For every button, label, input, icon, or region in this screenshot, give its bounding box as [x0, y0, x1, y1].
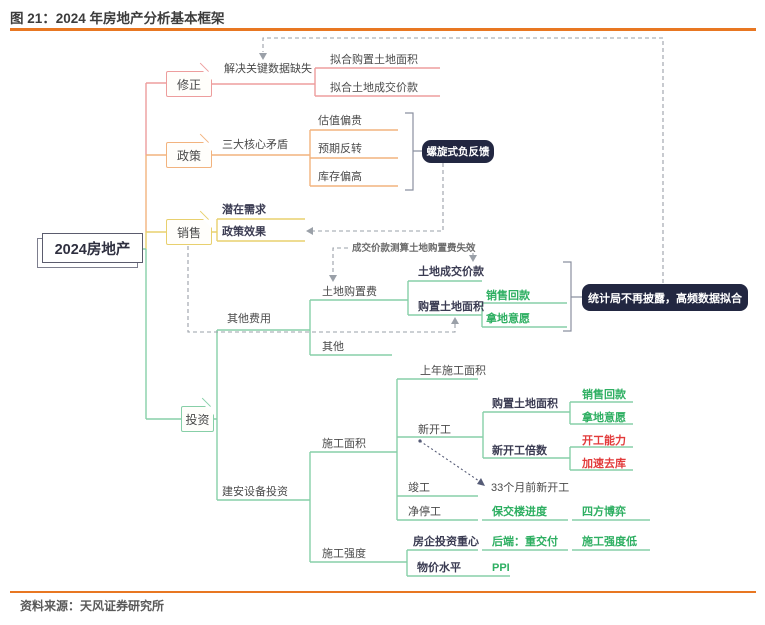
- label-delivery-guarantee-progress: 保交楼进度: [492, 506, 547, 518]
- label-starts-33-months-ago: 33个月前新开工: [491, 482, 570, 494]
- label-backend-heavy-delivery: 后端：重交付: [492, 536, 558, 548]
- label-other-fees: 其他费用: [227, 313, 271, 325]
- label-construction-area: 施工面积: [322, 438, 366, 450]
- label-construction-equipment-investment: 建安设备投资: [222, 486, 288, 498]
- label-completion: 竣工: [408, 482, 430, 494]
- label-note-price-estimation-invalid: 成交价款测算土地购置费失效: [352, 243, 476, 254]
- label-developer-investment-focus: 房企投资重心: [413, 536, 479, 548]
- top-divider: [10, 28, 756, 31]
- label-potential-demand: 潜在需求: [222, 204, 266, 216]
- label-fitted-land-area: 拟合购置土地面积: [330, 54, 418, 66]
- label-net-stoppage: 净停工: [408, 506, 441, 518]
- label-purchased-land-area-1: 购置土地面积: [418, 301, 484, 313]
- label-purchased-land-area-2: 购置土地面积: [492, 398, 558, 410]
- label-inventory-high: 库存偏高: [318, 171, 362, 183]
- label-sales-collection-1: 销售回款: [486, 290, 530, 302]
- label-accelerated-destocking: 加速去库: [582, 458, 626, 470]
- label-start-capacity: 开工能力: [582, 435, 626, 447]
- label-four-party-game: 四方博弈: [582, 506, 626, 518]
- label-policy-effect: 政策效果: [222, 226, 266, 238]
- branch-box-investment: 投资: [181, 405, 215, 432]
- root-node: 2024房地产: [42, 233, 143, 263]
- label-land-willingness-2: 拿地意愿: [582, 412, 626, 424]
- label-valuation-expensive: 估值偏贵: [318, 115, 362, 127]
- label-solve-missing-data: 解决关键数据缺失: [224, 63, 312, 75]
- branch-box-sales: 销售: [166, 218, 213, 245]
- label-expectation-reversal: 预期反转: [318, 143, 362, 155]
- label-land-purchase-fee: 土地购置费: [322, 286, 377, 298]
- figure-title: 图 21：2024 年房地产分析基本框架: [10, 11, 225, 26]
- callout-spiral-negative-feedback: 螺旋式负反馈: [422, 140, 494, 163]
- label-new-starts-multiplier: 新开工倍数: [492, 445, 547, 457]
- label-three-contradictions: 三大核心矛盾: [222, 139, 288, 151]
- label-fitted-land-price: 拟合土地成交价款: [330, 82, 418, 94]
- branch-box-correction: 修正: [166, 70, 213, 97]
- branch-box-policy: 政策: [166, 141, 213, 168]
- label-price-level: 物价水平: [417, 562, 461, 574]
- label-other: 其他: [322, 341, 344, 353]
- label-ppi: PPI: [492, 562, 510, 574]
- label-land-willingness-1: 拿地意愿: [486, 313, 530, 325]
- label-low-construction-intensity: 施工强度低: [582, 536, 637, 548]
- callout-stats-bureau-note: 统计局不再披露，高频数据拟合: [582, 284, 748, 311]
- source-caption: 资料来源：天风证券研究所: [20, 599, 165, 613]
- label-construction-intensity: 施工强度: [322, 548, 366, 560]
- label-land-transaction-price: 土地成交价款: [418, 266, 484, 278]
- bottom-divider: [10, 591, 756, 593]
- label-new-starts: 新开工: [418, 424, 451, 436]
- label-sales-collection-2: 销售回款: [582, 389, 626, 401]
- label-last-year-construction-area: 上年施工面积: [420, 365, 486, 377]
